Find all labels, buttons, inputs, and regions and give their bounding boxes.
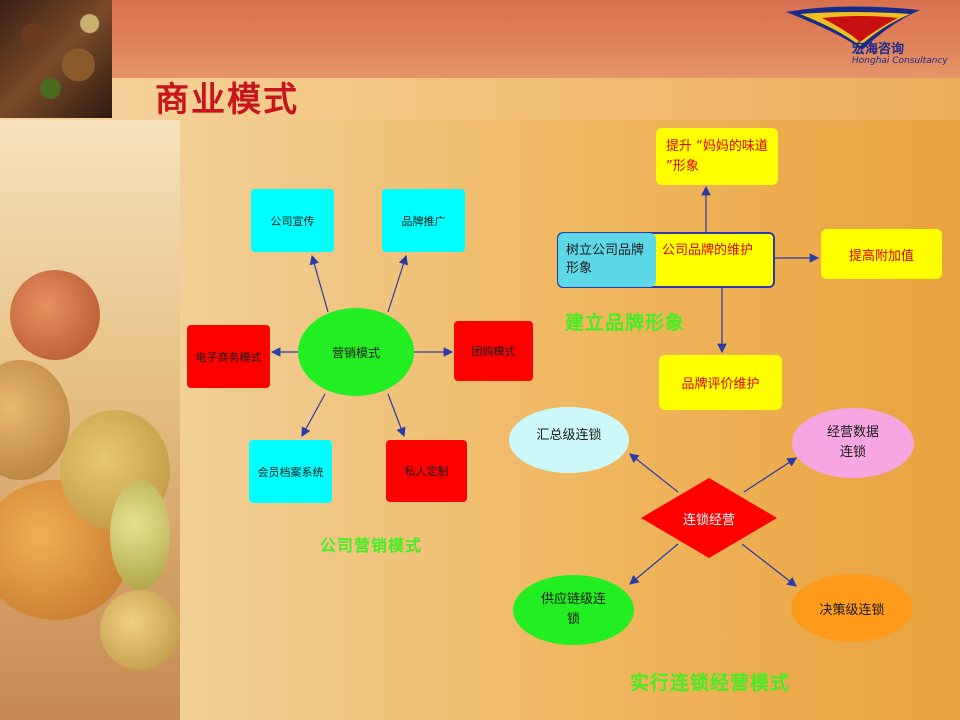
chain-decision-label: 决策级连锁	[819, 602, 885, 618]
member-system-label: 会员档案系统	[257, 465, 324, 479]
header-sub-band	[0, 78, 960, 120]
logo-name: 宏海咨询	[852, 42, 905, 57]
arrow-to-company-promo	[309, 254, 329, 313]
company-promo-node: 公司宣传	[251, 189, 334, 252]
chain-operation-data-node: 经营数据连锁	[792, 408, 914, 478]
brand-right-end-node: 提高附加值	[821, 229, 942, 279]
brand-caption: 建立品牌形象	[565, 312, 686, 334]
member-system-node: 会员档案系统	[249, 440, 332, 503]
brand-top-node: 提升 “妈妈的味道 ”形象	[656, 128, 778, 185]
marketing-caption: 公司营销模式	[320, 536, 423, 555]
ecommerce-label: 电子商务模式	[195, 350, 262, 364]
chain-decision-node: 决策级连锁	[791, 574, 913, 642]
group-buy-node: 团购模式	[454, 321, 533, 381]
brand-top-label: 提升 “妈妈的味道 ”形象	[666, 138, 768, 174]
fruit-decoration-panel	[0, 120, 180, 720]
arrow-to-personal-custom	[387, 393, 406, 438]
brand-left-node: 树立公司品牌形象	[558, 233, 656, 287]
brand-left-label: 树立公司品牌形象	[566, 243, 645, 276]
pear-shape	[110, 480, 170, 590]
personal-custom-label: 私人定制	[404, 465, 449, 478]
chain-supply-chain-node: 供应链级连锁	[513, 575, 634, 645]
chain-center-node: 连锁经营	[660, 500, 758, 536]
brand-right-end-label: 提高附加值	[848, 248, 914, 264]
chain-caption: 实行连锁经营模式	[630, 672, 791, 694]
brand-bottom-node: 品牌评价维护	[659, 355, 782, 410]
arrow-to-summary	[629, 453, 679, 493]
personal-custom-node: 私人定制	[386, 440, 467, 502]
page-title: 商业模式	[155, 80, 299, 120]
chain-summary-label: 汇总级连锁	[536, 427, 602, 443]
chain-supply-chain-label: 供应链级连锁	[540, 592, 606, 627]
group-buy-label: 团购模式	[471, 345, 516, 358]
chain-center-label: 连锁经营	[682, 512, 735, 528]
ecommerce-node: 电子商务模式	[187, 325, 270, 388]
brand-promo-label: 品牌推广	[401, 214, 446, 228]
brand-promo-node: 品牌推广	[382, 189, 465, 252]
logo-english-name: Honghai Consultancy	[852, 56, 948, 66]
food-photo	[0, 0, 112, 118]
apple-shape	[10, 270, 100, 360]
marketing-center-node: 营销模式	[298, 308, 414, 396]
chain-operation-data-label: 经营数据连锁	[826, 425, 879, 460]
brand-right-label: 公司品牌的维护	[662, 242, 754, 258]
squash-shape	[100, 590, 180, 670]
arrow-to-decision	[741, 543, 797, 587]
marketing-center-label: 营销模式	[331, 345, 380, 360]
arrow-to-operation-data	[743, 457, 798, 493]
arrow-to-member-system	[301, 393, 326, 438]
brand-bottom-label: 品牌评价维护	[681, 377, 760, 392]
brand-right-node: 公司品牌的维护	[656, 233, 774, 263]
arrow-to-supply-chain	[629, 543, 679, 585]
company-promo-label: 公司宣传	[270, 214, 315, 228]
chain-center-diamond-shape	[641, 478, 777, 558]
honghai-logo-icon	[786, 6, 920, 51]
arrow-to-brand-promo	[387, 254, 408, 313]
chain-summary-node: 汇总级连锁	[509, 407, 629, 473]
